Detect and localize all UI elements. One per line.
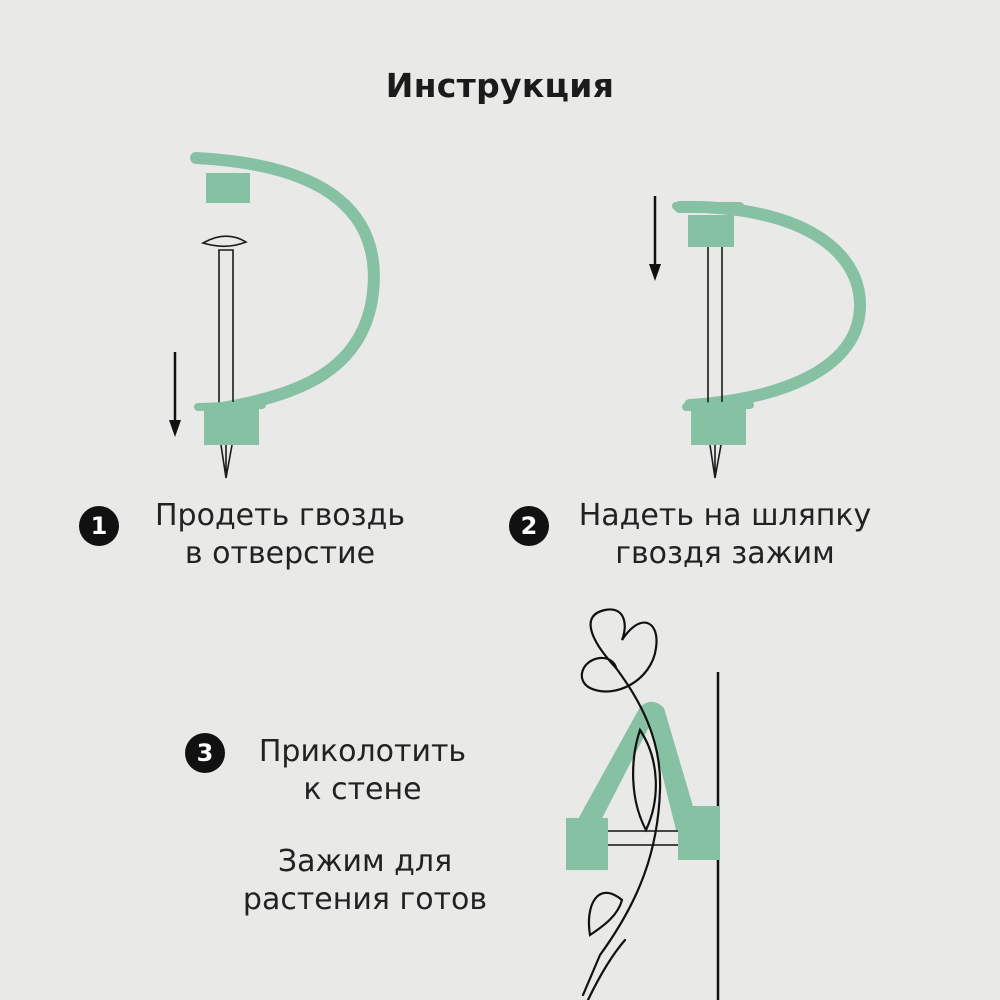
step3-right-sleeve xyxy=(678,806,720,860)
step2-caption-line1: Надеть на шляпку xyxy=(578,498,872,533)
step1-top-sleeve xyxy=(206,173,250,203)
step2-illustration xyxy=(649,196,867,479)
result-caption: Зажим для растения готов xyxy=(215,843,515,919)
result-caption-line1: Зажим для xyxy=(277,844,453,879)
step1-caption-line1: Продеть гвоздь xyxy=(154,498,406,533)
flower-sketch xyxy=(580,608,662,1000)
step1-bottom-sleeve xyxy=(204,405,259,445)
step3-number-badge: 3 xyxy=(185,733,225,773)
step3-caption: Приколотить к стене xyxy=(235,733,490,809)
page-title: Инструкция xyxy=(385,66,615,105)
step2-nail xyxy=(707,247,723,405)
step1-illustration xyxy=(169,152,380,479)
step2-caption: Надеть на шляпку гвоздя зажим xyxy=(555,497,895,573)
step3-left-sleeve xyxy=(566,818,608,870)
step1-nail xyxy=(200,235,248,413)
step1-down-arrow xyxy=(169,352,181,437)
step1-nail-tip xyxy=(220,444,233,479)
step1-caption-line2: в отверстие xyxy=(184,536,376,571)
step3-caption-line2: к стене xyxy=(303,772,422,807)
step3-caption-line1: Приколотить xyxy=(258,734,467,769)
step3-nail xyxy=(608,830,678,846)
step1-caption: Продеть гвоздь в отверстие xyxy=(120,497,440,573)
step1-number-badge: 1 xyxy=(79,506,119,546)
step2-clip-arc xyxy=(674,200,867,411)
step2-bottom-sleeve xyxy=(691,405,746,445)
step2-caption-line2: гвоздя зажим xyxy=(615,536,835,571)
step2-number-badge: 2 xyxy=(509,506,549,546)
result-caption-line2: растения готов xyxy=(242,882,488,917)
step3-clip-band xyxy=(572,701,700,830)
step2-nail-tip xyxy=(709,444,722,479)
step3-illustration xyxy=(566,608,720,1000)
step1-bottom-sleeve-lip xyxy=(194,401,266,411)
step2-down-arrow xyxy=(649,196,661,281)
step1-clip-arc xyxy=(190,152,380,414)
step2-top-sleeve xyxy=(688,215,734,247)
